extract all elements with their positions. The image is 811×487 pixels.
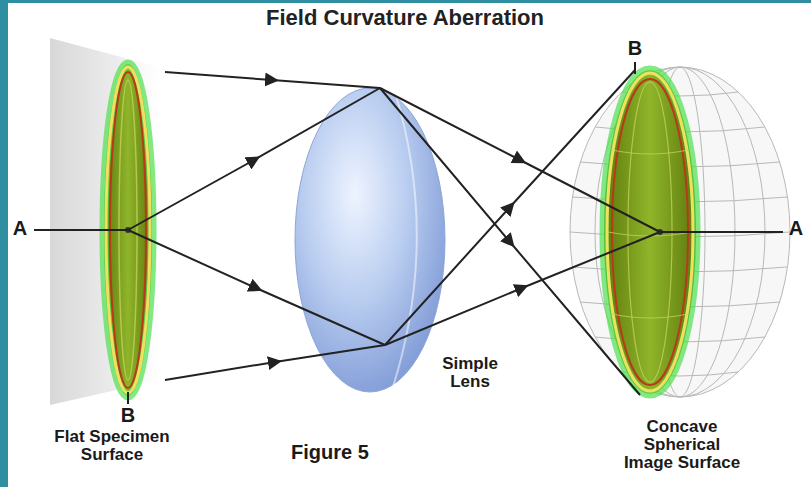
lens-highlight — [392, 92, 417, 390]
part-label: Concave Spherical Image Surface — [617, 418, 747, 472]
image-sphere — [570, 67, 790, 397]
point-label: B — [116, 405, 140, 426]
leader-line — [34, 62, 783, 404]
frame-strip — [0, 0, 8, 487]
part-label: Flat Specimen Surface — [43, 428, 181, 464]
diagram-title: Field Curvature Aberration — [155, 6, 655, 29]
part-label: Simple Lens — [438, 355, 502, 391]
figure-number: Figure 5 — [270, 442, 390, 463]
point-label: A — [784, 218, 808, 239]
frame-strip — [0, 0, 811, 3]
point-label: A — [8, 218, 32, 239]
specimen-plane — [50, 38, 170, 405]
point-label: B — [623, 38, 647, 59]
light-ray — [128, 70, 660, 395]
